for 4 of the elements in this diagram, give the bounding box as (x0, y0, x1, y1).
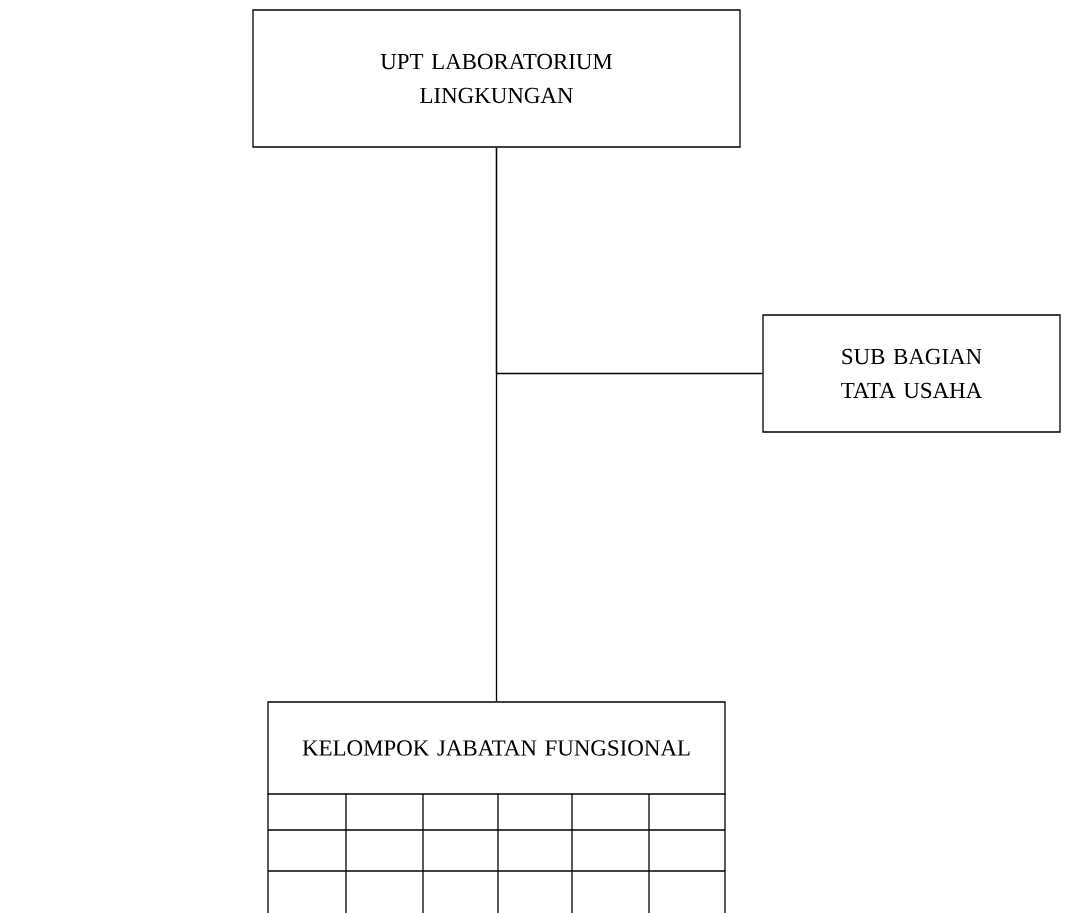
org-box: SUB BAGIAN TATA USAHA (762, 314, 1061, 433)
org-box: UPT LABORATORIUM LINGKUNGAN (252, 9, 741, 148)
org-box: KELOMPOK JABATAN FUNGSIONAL (267, 701, 726, 795)
connector-line (495, 147, 763, 375)
